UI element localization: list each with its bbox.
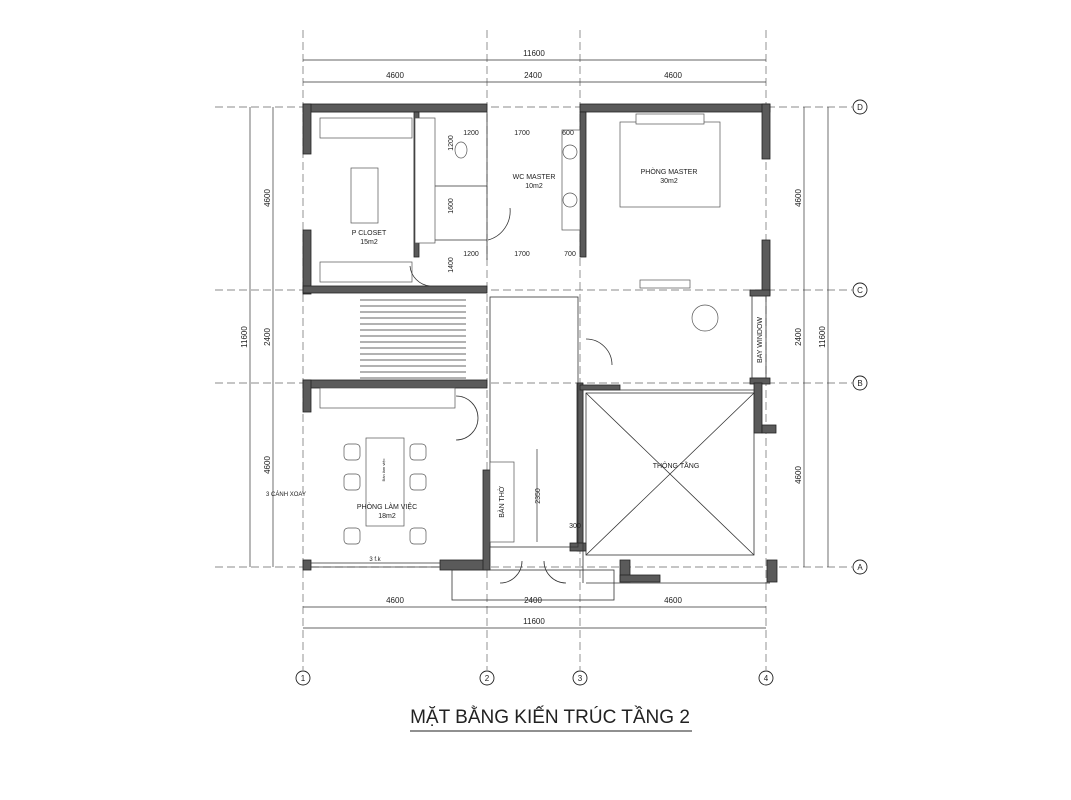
svg-text:2: 2 <box>485 674 490 683</box>
office-cabinet <box>319 387 456 409</box>
tv-console <box>639 279 691 289</box>
svg-text:11600: 11600 <box>240 326 249 348</box>
office-chairs <box>343 443 427 545</box>
drawing-title: MẶT BẰNG KIẾN TRÚC TẦNG 2 <box>410 706 690 728</box>
closet-wardrobe <box>414 117 436 244</box>
svg-text:4600: 4600 <box>263 456 272 474</box>
svg-text:11600: 11600 <box>523 617 545 626</box>
dimension-left: 11600 4600 2400 4600 <box>240 107 274 567</box>
furniture <box>319 113 721 543</box>
office-bottom-window-label: 3 f.k <box>369 557 381 563</box>
svg-text:30m2: 30m2 <box>660 178 678 185</box>
svg-text:B: B <box>857 379 862 388</box>
axis-bubble-4: 4 <box>758 670 774 686</box>
chair-icon <box>409 527 427 545</box>
chair-icon <box>409 473 427 491</box>
room-label-office: PHÒNG LÀM VIỆC 18m2 <box>357 502 417 520</box>
axis-bubble-b: B <box>852 375 868 391</box>
svg-text:1600: 1600 <box>448 198 455 214</box>
svg-text:1700: 1700 <box>514 251 530 258</box>
master-bed <box>619 121 721 208</box>
room-label-void: THÔNG TẦNG <box>653 460 700 470</box>
axis-bubble-3: 3 <box>572 670 588 686</box>
secondary-lines <box>311 111 770 601</box>
svg-text:11600: 11600 <box>818 326 827 348</box>
chair-icon <box>409 443 427 461</box>
svg-text:1200: 1200 <box>463 251 479 258</box>
dimension-bottom: 4600 2400 4600 11600 <box>303 596 766 629</box>
axis-bubble-c: C <box>852 282 868 298</box>
svg-text:C: C <box>857 286 863 295</box>
svg-text:P CLOSET: P CLOSET <box>352 230 387 237</box>
svg-text:2400: 2400 <box>524 71 542 80</box>
svg-text:600: 600 <box>562 130 574 137</box>
svg-text:1200: 1200 <box>448 135 455 151</box>
axis-bubble-d: D <box>852 99 868 115</box>
svg-text:2400: 2400 <box>524 596 542 605</box>
svg-text:2350: 2350 <box>535 488 542 504</box>
svg-text:15m2: 15m2 <box>360 239 378 246</box>
svg-text:4600: 4600 <box>794 189 803 207</box>
svg-text:2400: 2400 <box>263 328 272 346</box>
room-label-master: PHÒNG MASTER 30m2 <box>641 167 698 185</box>
toilet-icon <box>454 141 468 159</box>
dimension-top: 11600 4600 2400 4600 <box>303 49 766 83</box>
svg-text:3: 3 <box>578 674 583 683</box>
axis-bubble-a: A <box>852 559 868 575</box>
svg-text:4600: 4600 <box>664 71 682 80</box>
axis-bubble-1: 1 <box>295 670 311 686</box>
svg-text:1400: 1400 <box>448 257 455 273</box>
svg-text:PHÒNG MASTER: PHÒNG MASTER <box>641 167 698 176</box>
svg-text:PHÒNG LÀM VIỆC: PHÒNG LÀM VIỆC <box>357 502 417 511</box>
svg-text:18m2: 18m2 <box>378 513 396 520</box>
closet-shelf-bottom <box>319 261 413 283</box>
svg-text:11600: 11600 <box>523 49 545 58</box>
axis-bubble-2: 2 <box>479 670 495 686</box>
closet-shelf-top <box>319 117 413 139</box>
svg-text:4: 4 <box>764 674 769 683</box>
room-label-wc-master: WC MASTER 10m2 <box>513 174 556 190</box>
svg-text:4600: 4600 <box>664 596 682 605</box>
office-table-label: Bàn làm việc <box>381 459 386 482</box>
office-table <box>365 437 405 527</box>
svg-text:4600: 4600 <box>794 466 803 484</box>
svg-text:WC MASTER: WC MASTER <box>513 174 556 181</box>
sink-icon <box>562 144 578 160</box>
svg-text:10m2: 10m2 <box>525 183 543 190</box>
chair-icon <box>343 443 361 461</box>
office-window-label: 3 CÁNH XOAY <box>266 491 306 498</box>
svg-text:D: D <box>857 103 863 112</box>
svg-text:1: 1 <box>301 674 306 683</box>
svg-text:1200: 1200 <box>463 130 479 137</box>
bed-headboard <box>635 113 705 125</box>
altar-table <box>489 461 515 543</box>
doors <box>409 207 613 584</box>
room-label-altar: BÀN THỜ <box>497 486 506 518</box>
chair-icon <box>343 527 361 545</box>
armchair-icon <box>691 304 719 332</box>
svg-text:4600: 4600 <box>263 189 272 207</box>
svg-text:2400: 2400 <box>794 328 803 346</box>
svg-text:A: A <box>857 563 863 572</box>
dimension-right: 4600 2400 4600 11600 <box>794 107 829 567</box>
svg-text:4600: 4600 <box>386 596 404 605</box>
sink-icon <box>562 192 578 208</box>
svg-text:1700: 1700 <box>514 130 530 137</box>
svg-text:4600: 4600 <box>386 71 404 80</box>
chair-icon <box>343 473 361 491</box>
room-label-closet: P CLOSET 15m2 <box>352 230 387 246</box>
svg-text:300: 300 <box>569 523 581 530</box>
staircase <box>360 299 466 379</box>
closet-island <box>350 167 379 224</box>
svg-text:700: 700 <box>564 251 576 258</box>
room-label-bay-window: BAY WINDOW <box>757 317 764 363</box>
wc-dimensions: 1200 1700 600 1200 1700 700 1200 1600 14… <box>448 130 581 542</box>
